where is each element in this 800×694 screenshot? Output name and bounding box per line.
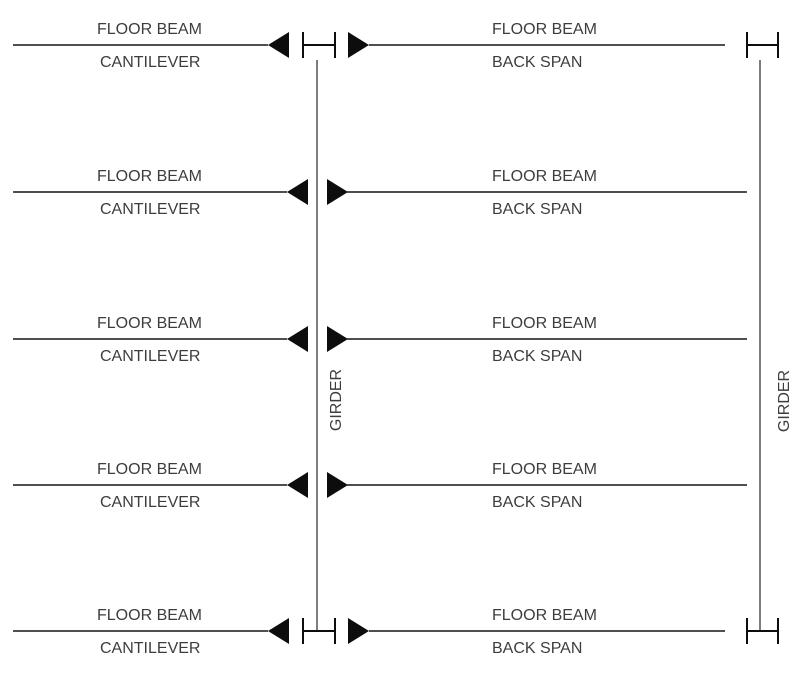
floor-beam-label-left: FLOOR BEAM (97, 461, 202, 478)
cantilever-support-arrow-icon (287, 326, 308, 352)
back-span-beam-line (347, 484, 747, 486)
back-span-label: BACK SPAN (492, 640, 583, 657)
back-span-support-arrow-icon (327, 326, 348, 352)
back-span-label: BACK SPAN (492, 494, 583, 511)
back-span-support-arrow-icon (327, 179, 348, 205)
girder-end-bar-icon (746, 44, 779, 46)
back-span-support-arrow-icon (348, 618, 369, 644)
back-span-label: BACK SPAN (492, 348, 583, 365)
back-span-beam-line (369, 44, 725, 46)
cantilever-support-arrow-icon (287, 472, 308, 498)
back-span-beam-line (347, 191, 747, 193)
cantilever-support-arrow-icon (268, 32, 289, 58)
cantilever-support-arrow-icon (268, 618, 289, 644)
cantilever-label: CANTILEVER (100, 201, 201, 218)
cantilever-beam-line (13, 338, 287, 340)
girder-end-bar-icon (746, 630, 779, 632)
floor-beam-label-left: FLOOR BEAM (97, 315, 202, 332)
girder-end-tick-icon (777, 32, 779, 58)
cantilever-beam-line (13, 191, 287, 193)
cantilever-beam-line (13, 484, 287, 486)
back-span-label: BACK SPAN (492, 201, 583, 218)
cantilever-label: CANTILEVER (100, 348, 201, 365)
girder-splice-tick-icon (334, 618, 336, 644)
floor-beam-label-left: FLOOR BEAM (97, 21, 202, 38)
right-girder-line (759, 60, 761, 631)
floor-beam-label-right: FLOOR BEAM (492, 461, 597, 478)
back-span-beam-line (369, 630, 725, 632)
floor-beam-label-right: FLOOR BEAM (492, 168, 597, 185)
girder-end-tick-icon (777, 618, 779, 644)
cantilever-label: CANTILEVER (100, 494, 201, 511)
cantilever-beam-line (13, 630, 268, 632)
floor-beam-label-right: FLOOR BEAM (492, 21, 597, 38)
cantilever-label: CANTILEVER (100, 640, 201, 657)
girder-splice-bar-icon (302, 630, 336, 632)
floor-beam-label-left: FLOOR BEAM (97, 168, 202, 185)
back-span-support-arrow-icon (348, 32, 369, 58)
middle-girder-line (316, 60, 318, 631)
cantilever-beam-line (13, 44, 268, 46)
back-span-support-arrow-icon (327, 472, 348, 498)
back-span-label: BACK SPAN (492, 54, 583, 71)
cantilever-support-arrow-icon (287, 179, 308, 205)
floor-beam-label-left: FLOOR BEAM (97, 607, 202, 624)
floor-beam-label-right: FLOOR BEAM (492, 607, 597, 624)
cantilever-label: CANTILEVER (100, 54, 201, 71)
girder-splice-bar-icon (302, 44, 336, 46)
girder-splice-tick-icon (334, 32, 336, 58)
back-span-beam-line (347, 338, 747, 340)
floor-beam-label-right: FLOOR BEAM (492, 315, 597, 332)
